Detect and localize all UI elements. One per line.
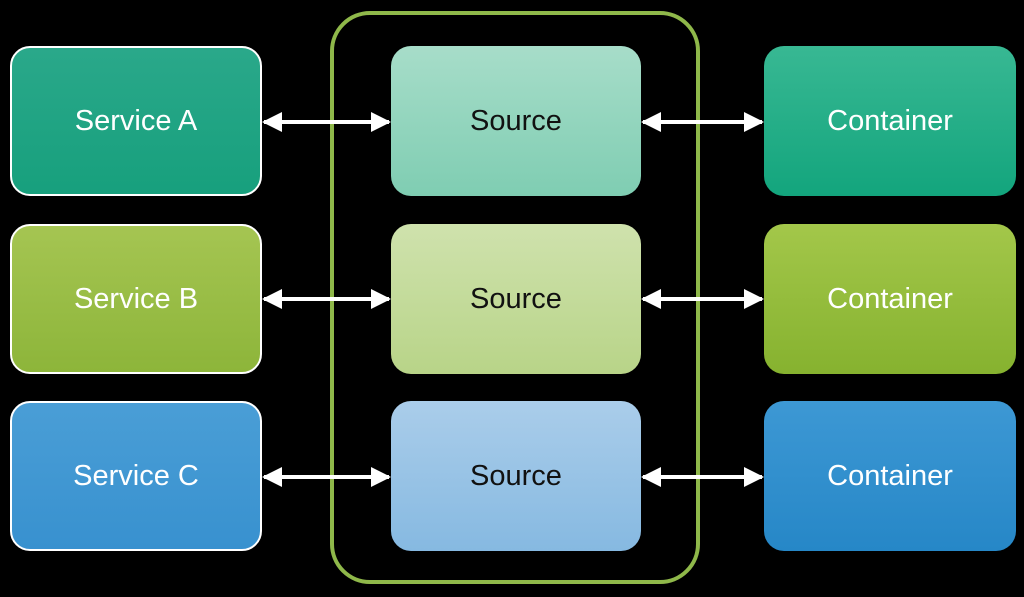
service-c-node[interactable]: Service C xyxy=(10,401,262,551)
source-b-node[interactable]: Source xyxy=(391,224,641,374)
container-a-label: Container xyxy=(827,104,953,137)
container-c-label: Container xyxy=(827,459,953,492)
source-c-label: Source xyxy=(470,459,562,492)
source-a-label: Source xyxy=(470,104,562,137)
container-b-label: Container xyxy=(827,282,953,315)
container-a-node[interactable]: Container xyxy=(764,46,1016,196)
source-c-node[interactable]: Source xyxy=(391,401,641,551)
service-b-node[interactable]: Service B xyxy=(10,224,262,374)
source-b-label: Source xyxy=(470,282,562,315)
service-a-node[interactable]: Service A xyxy=(10,46,262,196)
service-c-label: Service C xyxy=(73,459,199,492)
source-a-node[interactable]: Source xyxy=(391,46,641,196)
container-b-node[interactable]: Container xyxy=(764,224,1016,374)
service-b-label: Service B xyxy=(73,282,199,315)
service-a-label: Service A xyxy=(74,104,198,137)
container-c-node[interactable]: Container xyxy=(764,401,1016,551)
